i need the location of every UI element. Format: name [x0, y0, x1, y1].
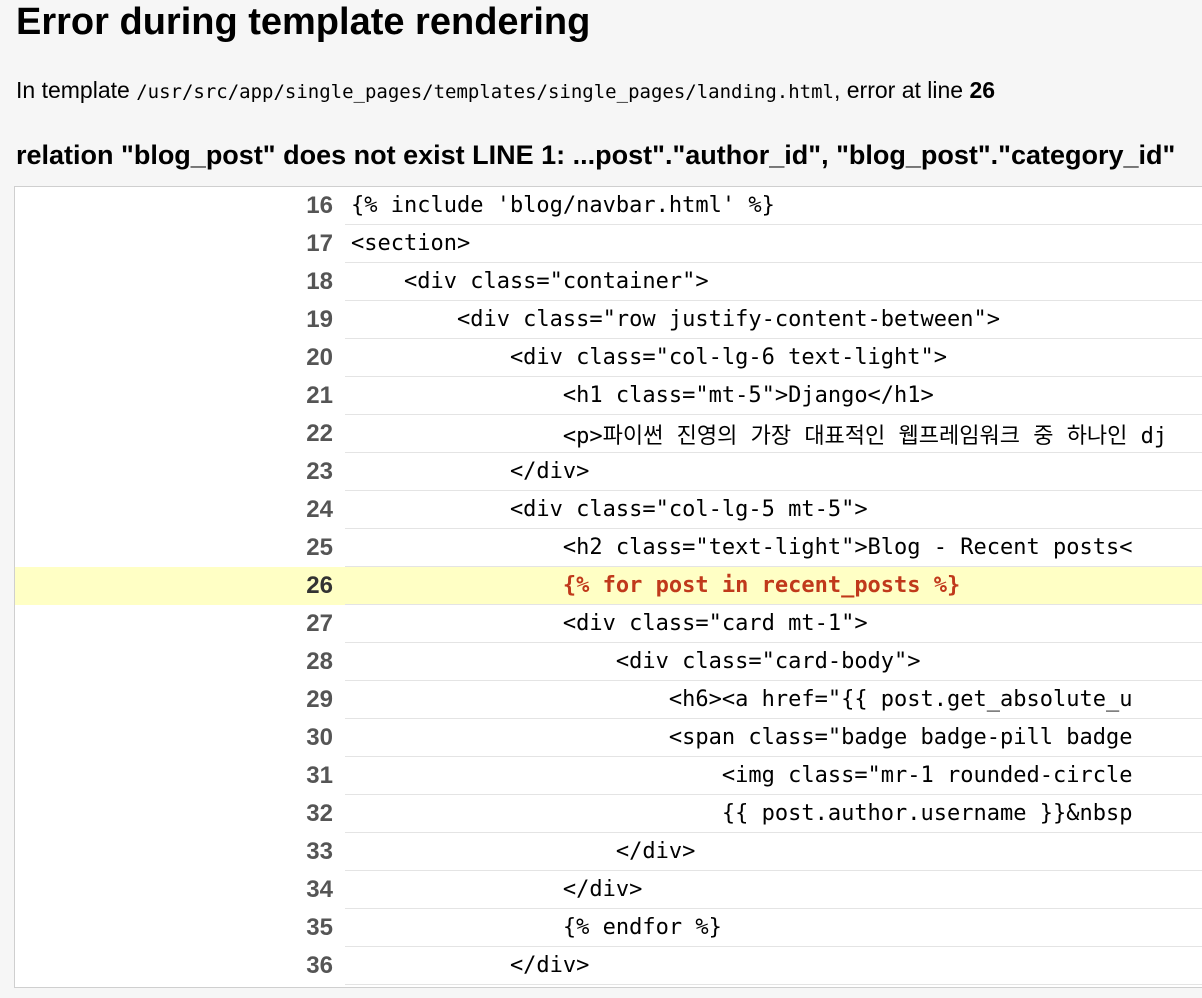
- line-number: 16: [306, 191, 333, 219]
- source-line: 36 </div>: [15, 946, 1202, 985]
- line-code: <h1 class="mt-5">Django</h1>: [345, 376, 1202, 415]
- line-code: <p>파이썬 진영의 가장 대표적인 웹프레임워크 중 하나인 dj: [345, 414, 1202, 453]
- source-line: 23 </div>: [15, 452, 1202, 491]
- line-number: 21: [306, 381, 333, 409]
- source-line: 24 <div class="col-lg-5 mt-5">: [15, 490, 1202, 529]
- line-code: </div>: [345, 452, 1202, 491]
- template-info: In template /usr/src/app/single_pages/te…: [16, 74, 995, 108]
- line-code: </div>: [345, 832, 1202, 871]
- source-line: 29 <h6><a href="{{ post.get_absolute_u: [15, 680, 1202, 719]
- line-code: <div class="col-lg-5 mt-5">: [345, 490, 1202, 529]
- error-source-line: 26 {% for post in recent_posts %}: [15, 566, 1202, 605]
- source-line: 22 <p>파이썬 진영의 가장 대표적인 웹프레임워크 중 하나인 dj: [15, 414, 1202, 453]
- line-number: 20: [306, 343, 333, 371]
- line-number: 17: [306, 229, 333, 257]
- page-title: Error during template rendering: [16, 1, 591, 43]
- source-line: 35 {% endfor %}: [15, 908, 1202, 947]
- line-code: <h6><a href="{{ post.get_absolute_u: [345, 680, 1202, 719]
- line-number: 32: [306, 799, 333, 827]
- line-code: <div class="container">: [345, 262, 1202, 301]
- line-code: {{ post.author.username }}&nbsp: [345, 794, 1202, 833]
- line-number: 18: [306, 267, 333, 295]
- source-line: 21 <h1 class="mt-5">Django</h1>: [15, 376, 1202, 415]
- line-code: <div class="row justify-content-between"…: [345, 300, 1202, 339]
- line-number: 19: [306, 305, 333, 333]
- line-code: <div class="card mt-1">: [345, 604, 1202, 643]
- source-line: 18 <div class="container">: [15, 262, 1202, 301]
- error-line-number: 26: [969, 77, 996, 103]
- source-line: 20 <div class="col-lg-6 text-light">: [15, 338, 1202, 377]
- source-line: 33 </div>: [15, 832, 1202, 871]
- source-line: 19 <div class="row justify-content-betwe…: [15, 300, 1202, 339]
- line-code: {% include 'blog/navbar.html' %}: [345, 187, 1202, 225]
- line-number: 35: [306, 913, 333, 941]
- line-number: 28: [306, 647, 333, 675]
- source-line: 16 {% include 'blog/navbar.html' %}: [15, 187, 1202, 225]
- line-number: 27: [306, 609, 333, 637]
- source-line: 28 <div class="card-body">: [15, 642, 1202, 681]
- line-number: 22: [306, 419, 333, 447]
- template-path: /usr/src/app/single_pages/templates/sing…: [136, 81, 834, 103]
- template-source: 16 {% include 'blog/navbar.html' %} 17 <sec…: [14, 186, 1202, 988]
- source-line: 31 <img class="mr-1 rounded-circle: [15, 756, 1202, 795]
- line-code: <h2 class="text-light">Blog - Recent pos…: [345, 528, 1202, 567]
- source-line: 34 </div>: [15, 870, 1202, 909]
- line-code: </div>: [345, 946, 1202, 985]
- line-number: 24: [306, 495, 333, 523]
- line-number: 25: [306, 533, 333, 561]
- line-number: 30: [306, 723, 333, 751]
- line-number: 29: [306, 685, 333, 713]
- source-line: 17 <section>: [15, 224, 1202, 263]
- exception-message: relation "blog_post" does not exist LINE…: [16, 140, 1176, 170]
- line-code: <img class="mr-1 rounded-circle: [345, 756, 1202, 795]
- line-code: </div>: [345, 870, 1202, 909]
- line-code: <section>: [345, 224, 1202, 263]
- source-line: 30 <span class="badge badge-pill badge: [15, 718, 1202, 757]
- source-line: 32 {{ post.author.username }}&nbsp: [15, 794, 1202, 833]
- line-number: 33: [306, 837, 333, 865]
- line-number: 34: [306, 875, 333, 903]
- source-line: 27 <div class="card mt-1">: [15, 604, 1202, 643]
- line-code: <div class="col-lg-6 text-light">: [345, 338, 1202, 377]
- line-number: 23: [306, 457, 333, 485]
- line-code: <div class="card-body">: [345, 642, 1202, 681]
- line-code: <span class="badge badge-pill badge: [345, 718, 1202, 757]
- source-table: 16 {% include 'blog/navbar.html' %} 17 <sec…: [15, 187, 1202, 985]
- line-number: 31: [306, 761, 333, 789]
- line-number: 26: [15, 566, 345, 605]
- line-number: 36: [306, 951, 333, 979]
- source-line: 25 <h2 class="text-light">Blog - Recent …: [15, 528, 1202, 567]
- template-info-prefix: In template: [16, 77, 137, 103]
- template-info-middle: , error at line: [833, 77, 970, 103]
- line-code: {% endfor %}: [345, 908, 1202, 947]
- line-code: {% for post in recent_posts %}: [345, 566, 1202, 605]
